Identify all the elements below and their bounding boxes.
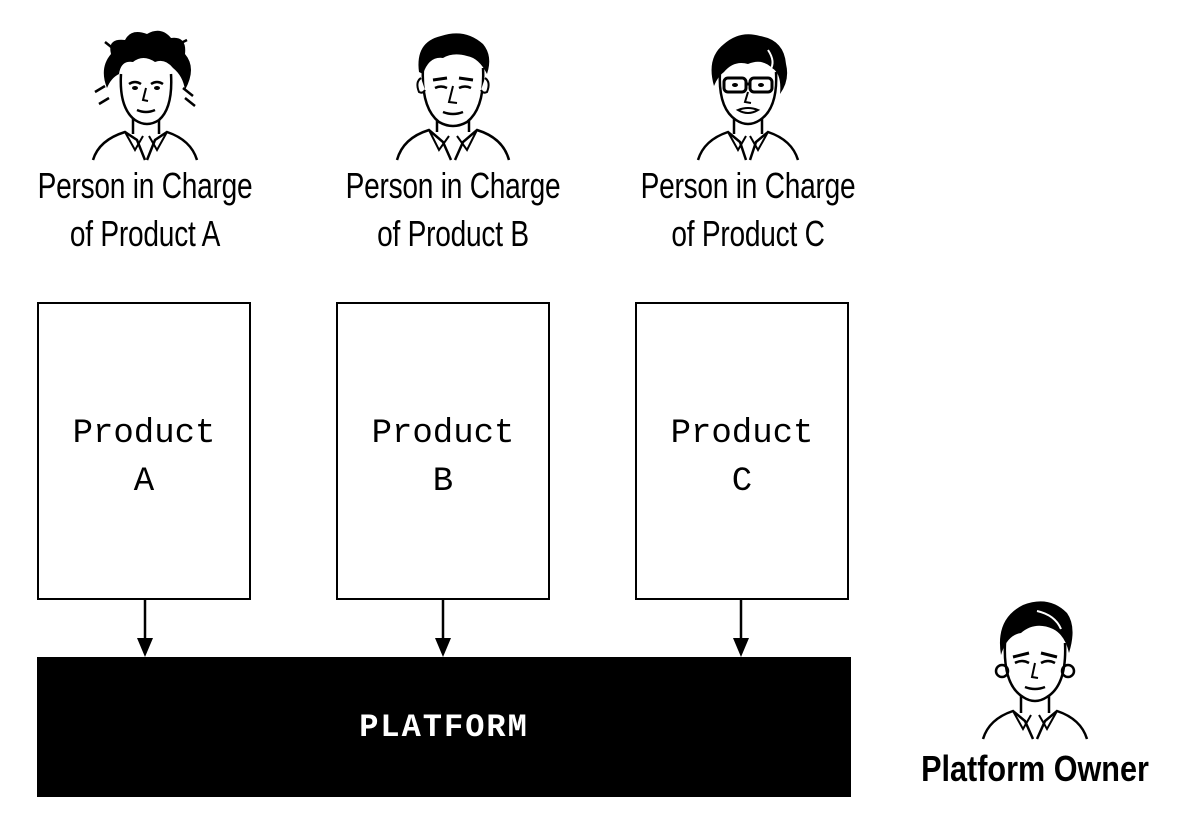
woman-glasses-portrait-icon xyxy=(696,34,800,161)
product-label-line2: B xyxy=(432,463,454,501)
product-label-line1: Product xyxy=(371,415,515,453)
product-label-line2: C xyxy=(731,463,753,501)
person-label-line2: of Product B xyxy=(377,213,529,254)
woman-messy-hair-portrait-icon xyxy=(91,30,199,161)
person-label-line1: Person in Charge xyxy=(37,165,253,206)
person-product-c: Person in Charge of Product C xyxy=(608,28,888,258)
person-label-line2: of Product A xyxy=(69,213,221,254)
product-box-b: Product B xyxy=(336,302,550,600)
woman-short-hair-earrings-portrait-icon xyxy=(981,601,1089,740)
platform-owner: Platform Owner xyxy=(880,595,1190,793)
platform-label: PLATFORM xyxy=(359,708,529,746)
product-label-line1: Product xyxy=(670,415,814,453)
person-label-line2: of Product C xyxy=(671,213,825,254)
product-box-c: Product C xyxy=(635,302,849,600)
platform-box: PLATFORM xyxy=(37,657,851,797)
product-label-line2: A xyxy=(133,463,155,501)
product-label-line1: Product xyxy=(72,415,216,453)
person-product-b: Person in Charge of Product B xyxy=(313,28,593,258)
arrow-product-a-to-platform xyxy=(137,600,153,657)
product-box-a: Product A xyxy=(37,302,251,600)
platform-owner-label: Platform Owner xyxy=(921,748,1149,789)
arrow-product-c-to-platform xyxy=(733,600,749,657)
man-portrait-icon xyxy=(395,33,511,161)
arrow-product-b-to-platform xyxy=(435,600,451,657)
person-product-a: Person in Charge of Product A xyxy=(5,28,285,258)
person-label-line1: Person in Charge xyxy=(345,165,561,206)
person-label-line1: Person in Charge xyxy=(640,165,856,206)
